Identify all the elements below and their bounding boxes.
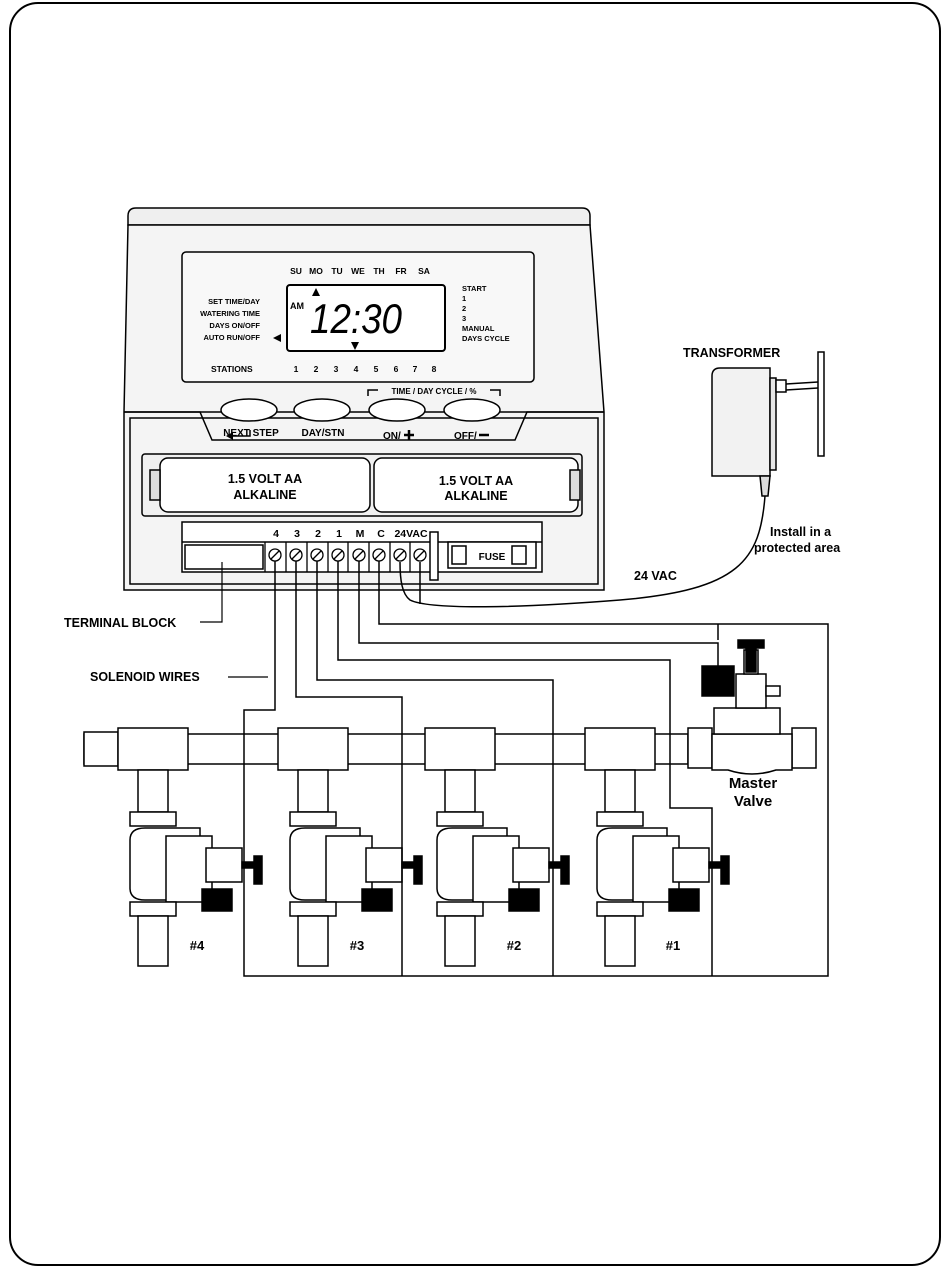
battery-left-voltage: 1.5 VOLT AA xyxy=(228,472,302,486)
valve-2-label: #2 xyxy=(507,938,521,953)
mode-start: START xyxy=(462,284,487,293)
master-valve xyxy=(701,639,793,775)
mode-start-3: 3 xyxy=(462,314,466,323)
terminal-block-label: TERMINAL BLOCK xyxy=(64,616,176,630)
mode-start-1: 1 xyxy=(462,294,466,303)
controller xyxy=(123,207,605,591)
stations-label: STATIONS xyxy=(211,364,253,374)
transformer-cable xyxy=(399,495,766,608)
off-minus-button[interactable] xyxy=(443,398,501,422)
install-note-line2: protected area xyxy=(754,541,841,555)
lcd-ampm: AM xyxy=(290,301,304,311)
mode-set-time: SET TIME/DAY xyxy=(208,297,260,306)
down-arrow-icon xyxy=(351,342,359,350)
battery-right-voltage: 1.5 VOLT AA xyxy=(439,474,513,488)
station-6: 6 xyxy=(394,364,399,374)
terminal-labels: 4 3 2 1 M C 24VAC xyxy=(273,528,428,540)
day-we: WE xyxy=(351,266,365,276)
station-1: 1 xyxy=(294,364,299,374)
day-fr: FR xyxy=(395,266,406,276)
lcd-time: 12:30 xyxy=(310,295,403,342)
next-step-button[interactable] xyxy=(220,398,278,422)
valve-3-label: #3 xyxy=(350,938,364,953)
battery-right-type: ALKALINE xyxy=(444,489,507,503)
transformer-label: TRANSFORMER xyxy=(683,346,780,360)
day-mo: MO xyxy=(309,266,323,276)
mode-days-on-off: DAYS ON/OFF xyxy=(209,321,260,330)
return-arrow-icon xyxy=(230,430,251,437)
next-step-label: NEXT STEP xyxy=(223,428,279,439)
day-stn-button[interactable] xyxy=(293,398,351,422)
solenoid-wires-label: SOLENOID WIRES xyxy=(90,670,200,684)
valve-4-label: #4 xyxy=(190,938,205,953)
lcd-days: SU MO TU WE TH FR SA xyxy=(290,266,430,276)
mode-start-2: 2 xyxy=(462,304,466,313)
off-label: OFF/ xyxy=(454,431,477,442)
day-tu: TU xyxy=(331,266,342,276)
install-note-line1: Install in a xyxy=(770,525,832,539)
valve-1 xyxy=(596,769,730,967)
on-plus-button[interactable] xyxy=(368,398,426,422)
terminal-label-1: 1 xyxy=(336,528,342,540)
station-4: 4 xyxy=(354,364,359,374)
terminal-label-2: 2 xyxy=(315,528,321,540)
vac-label: 24 VAC xyxy=(634,569,677,583)
master-valve-label-line2: Valve xyxy=(734,793,772,810)
left-arrow-icon xyxy=(273,334,281,342)
on-label: ON/ xyxy=(383,431,401,442)
wall-outlet xyxy=(817,351,825,457)
terminal-label-4: 4 xyxy=(273,528,279,540)
station-5: 5 xyxy=(374,364,379,374)
valve-1-label: #1 xyxy=(666,938,680,953)
up-arrow-icon xyxy=(312,288,320,296)
terminal-label-24vac: 24VAC xyxy=(394,528,427,540)
day-th: TH xyxy=(373,266,384,276)
lcd-right-modes: START 1 2 3 MANUAL DAYS CYCLE xyxy=(462,284,510,343)
day-stn-label: DAY/STN xyxy=(302,428,345,439)
master-valve-label-line1: Master xyxy=(729,775,778,792)
mode-auto-run: AUTO RUN/OFF xyxy=(203,333,260,342)
mode-manual: MANUAL xyxy=(462,324,495,333)
solenoid-wiring xyxy=(243,561,829,977)
button-group-label: TIME / DAY CYCLE / % xyxy=(392,387,477,396)
mode-watering-time: WATERING TIME xyxy=(200,309,260,318)
lcd-left-modes: SET TIME/DAY WATERING TIME DAYS ON/OFF A… xyxy=(200,297,260,342)
terminal-label-c: C xyxy=(377,528,385,540)
day-sa: SA xyxy=(418,266,430,276)
terminal-label-m: M xyxy=(356,528,365,540)
transformer xyxy=(711,351,825,497)
page-border xyxy=(9,2,941,1266)
main-pipe xyxy=(83,727,817,771)
station-numbers: 1 2 3 4 5 6 7 8 xyxy=(294,364,437,374)
day-su: SU xyxy=(290,266,302,276)
station-2: 2 xyxy=(314,364,319,374)
terminal-block-leader xyxy=(200,562,223,623)
battery-left-type: ALKALINE xyxy=(233,488,296,502)
station-7: 7 xyxy=(413,364,418,374)
terminal-label-3: 3 xyxy=(294,528,300,540)
valve-2 xyxy=(436,769,570,967)
station-valves xyxy=(129,769,730,967)
mode-days-cycle: DAYS CYCLE xyxy=(462,334,510,343)
station-3: 3 xyxy=(334,364,339,374)
station-8: 8 xyxy=(432,364,437,374)
valve-4 xyxy=(129,769,263,967)
plus-icon xyxy=(404,430,414,440)
valve-3 xyxy=(289,769,423,967)
fuse-label: FUSE xyxy=(479,552,506,563)
terminal-screws xyxy=(264,542,427,572)
